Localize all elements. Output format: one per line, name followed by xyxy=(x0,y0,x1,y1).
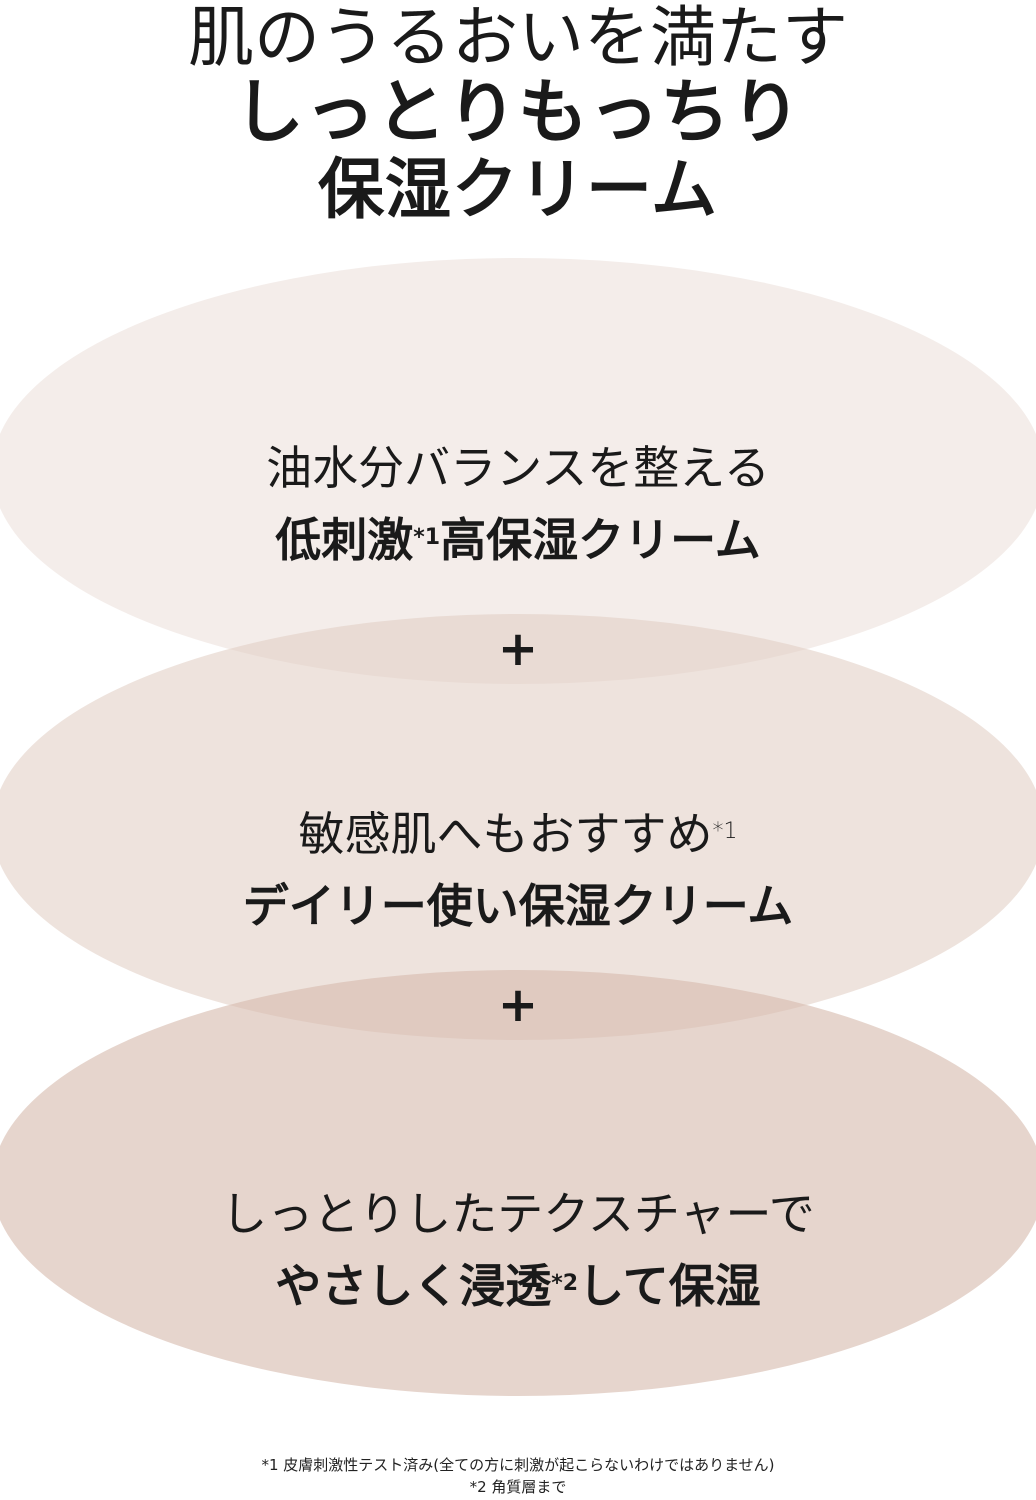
feature-1-footnote-mark: *1 xyxy=(413,525,441,550)
headline-line-2: しっとりもっちり xyxy=(234,71,802,153)
feature-1-main-b: 高保湿クリーム xyxy=(440,513,761,567)
feature-ellipse-3 xyxy=(0,970,1036,1396)
feature-3-main-b: して保湿 xyxy=(578,1259,761,1313)
feature-2-main: デイリー使い保湿クリーム xyxy=(242,879,794,933)
feature-2-lead-text: 敏感肌へもおすすめ xyxy=(298,807,713,861)
feature-1-main-a: 低刺激 xyxy=(275,513,414,567)
feature-1-main: 低刺激*1高保湿クリーム xyxy=(0,510,1036,570)
feature-3-lead: しっとりしたテクスチャーで xyxy=(221,1187,815,1241)
footnote-2: *2 角質層まで xyxy=(469,1478,567,1496)
feature-3-footnote-mark: *2 xyxy=(551,1271,579,1296)
plus-sign-1: + xyxy=(497,621,539,677)
feature-ellipse-2 xyxy=(0,614,1036,1040)
headline-line-1: 肌のうるおいを満たす xyxy=(188,0,848,76)
headline-line-3: 保湿クリーム xyxy=(317,151,719,228)
feature-2-lead: 敏感肌へもおすすめ*1 xyxy=(0,804,1036,864)
feature-2-footnote-mark: *1 xyxy=(712,819,738,844)
feature-1-lead: 油水分バランスを整える xyxy=(266,441,770,495)
feature-3-main: やさしく浸透*2して保湿 xyxy=(0,1256,1036,1316)
feature-ellipse-1 xyxy=(0,258,1036,684)
plus-sign-2: + xyxy=(497,977,539,1033)
feature-3-main-a: やさしく浸透 xyxy=(275,1259,552,1313)
footnote-1: *1 皮膚刺激性テスト済み(全ての方に刺激が起こらないわけではありません) xyxy=(261,1456,775,1474)
